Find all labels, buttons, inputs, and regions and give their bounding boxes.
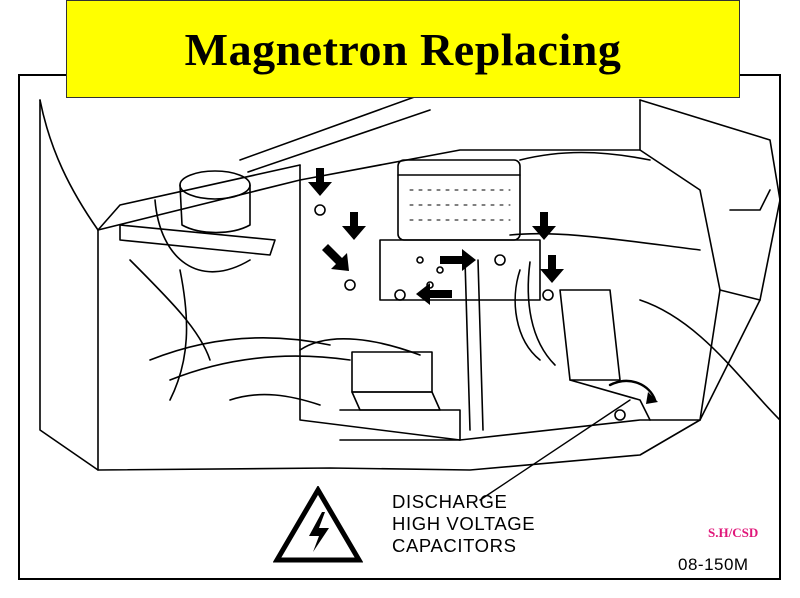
magnetron-block bbox=[397, 159, 521, 241]
figure-code: 08-150M bbox=[678, 555, 749, 574]
title-banner: Magnetron Replacing bbox=[66, 0, 740, 98]
warning-line-2: HIGH VOLTAGE bbox=[392, 513, 536, 534]
warning-line-1: DISCHARGE bbox=[392, 491, 508, 512]
author-code: S.H/CSD bbox=[708, 525, 759, 540]
removal-arrows bbox=[308, 168, 564, 305]
page-title: Magnetron Replacing bbox=[184, 23, 622, 75]
control-board bbox=[351, 351, 433, 393]
cooling-fan bbox=[179, 170, 251, 200]
high-voltage-warning-icon bbox=[273, 486, 363, 563]
warning-label: DISCHARGE HIGH VOLTAGE CAPACITORS bbox=[392, 491, 612, 557]
warning-line-3: CAPACITORS bbox=[392, 535, 517, 556]
